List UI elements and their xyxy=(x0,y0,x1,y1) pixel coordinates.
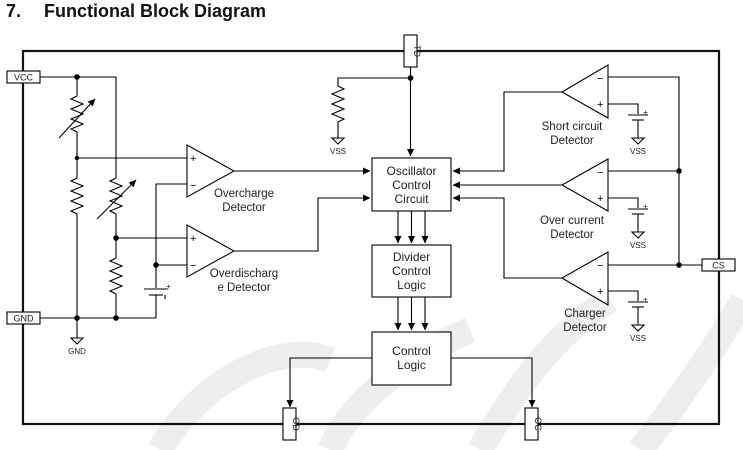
short-circuit-label-1: Short circuit xyxy=(542,121,604,133)
pin-od-label: OD xyxy=(291,417,301,431)
svg-text:+: + xyxy=(190,233,196,245)
over-current-comparator: − + xyxy=(560,158,609,212)
pin-cs: CS xyxy=(701,258,736,272)
section-number: 7. xyxy=(6,1,22,21)
vss-label: VSS xyxy=(330,147,346,156)
pin-vcc-label: VCC xyxy=(14,73,34,83)
overdischarge-label-1: Overdischarg xyxy=(210,268,278,280)
svg-text:+: + xyxy=(166,282,171,291)
svg-text:+: + xyxy=(597,99,603,111)
pin-oc: OC xyxy=(524,407,543,441)
resistor-icon xyxy=(108,257,124,295)
svg-text:+: + xyxy=(597,193,603,205)
charger-label-1: Charger xyxy=(564,308,606,320)
charger-comparator: − + xyxy=(560,251,609,306)
oscillator-label-3: Circuit xyxy=(394,192,429,206)
control-label-2: Logic xyxy=(397,358,426,372)
ground-icon xyxy=(330,137,346,145)
divider-label-3: Logic xyxy=(397,278,426,292)
wire xyxy=(451,357,536,408)
divider-control-block xyxy=(371,244,452,298)
ground-icon xyxy=(630,231,646,239)
resistor-icon xyxy=(330,85,346,123)
variable-resistor-icon xyxy=(96,177,137,220)
wire xyxy=(155,183,187,288)
pin-od: OD xyxy=(282,407,301,441)
vcc-rail xyxy=(40,76,117,118)
svg-text:−: − xyxy=(597,73,603,85)
overcharge-label-2: Detector xyxy=(222,202,266,214)
wire xyxy=(286,357,372,408)
over-current-label-2: Detector xyxy=(550,229,594,241)
pin-vcc: VCC xyxy=(6,70,41,84)
pin-gnd: GND xyxy=(6,311,41,325)
pin-cs-label: CS xyxy=(712,261,725,271)
divider-label-2: Control xyxy=(392,264,431,278)
pin-gnd-label: GND xyxy=(14,314,35,324)
ground-icon xyxy=(630,324,646,332)
resistor-icon xyxy=(69,177,85,215)
short-circuit-label-2: Detector xyxy=(550,135,594,147)
ground-icon xyxy=(69,337,85,345)
oscillator-label-1: Oscillator xyxy=(386,164,436,178)
control-label-1: Control xyxy=(392,344,431,358)
overcharge-comparator: + − xyxy=(186,144,236,198)
oscillator-label-2: Control xyxy=(392,178,431,192)
vss-label: VSS xyxy=(630,147,646,156)
svg-text:+: + xyxy=(643,108,648,117)
over-current-label-1: Over current xyxy=(540,215,605,227)
overdischarge-comparator: + − xyxy=(186,224,236,278)
wire xyxy=(452,194,562,279)
svg-text:−: − xyxy=(597,260,603,272)
svg-text:+: + xyxy=(597,286,603,298)
overcharge-label-1: Overcharge xyxy=(214,188,274,200)
svg-text:+: + xyxy=(643,202,648,211)
section-title: Functional Block Diagram xyxy=(44,1,267,21)
divider-label-1: Divider xyxy=(393,250,430,264)
charger-label-2: Detector xyxy=(563,322,607,334)
junction-dot xyxy=(113,315,119,321)
pin-td: TD xyxy=(403,34,422,68)
wire xyxy=(337,77,411,86)
short-circuit-comparator: − + xyxy=(560,64,609,119)
ground-icon xyxy=(630,137,646,145)
vss-label: VSS xyxy=(630,334,646,343)
svg-text:+: + xyxy=(190,153,196,165)
vss-label: VSS xyxy=(630,241,646,250)
svg-text:−: − xyxy=(190,180,196,192)
svg-text:−: − xyxy=(190,260,196,272)
pin-oc-label: OC xyxy=(533,417,543,431)
svg-text:−: − xyxy=(597,167,603,179)
wire xyxy=(608,197,639,208)
section-heading: 7. Functional Block Diagram xyxy=(6,1,266,22)
svg-text:+: + xyxy=(643,295,648,304)
wire xyxy=(234,194,371,252)
wire xyxy=(608,103,639,114)
chip-boundary xyxy=(21,49,721,426)
battery-icon: + xyxy=(144,282,171,299)
wire xyxy=(608,290,639,301)
overdischarge-label-2: e Detector xyxy=(217,282,270,294)
wire xyxy=(452,91,562,175)
gnd-ground-label: GND xyxy=(68,347,86,356)
variable-resistor-icon xyxy=(58,95,96,139)
pin-td-label: TD xyxy=(412,45,422,57)
